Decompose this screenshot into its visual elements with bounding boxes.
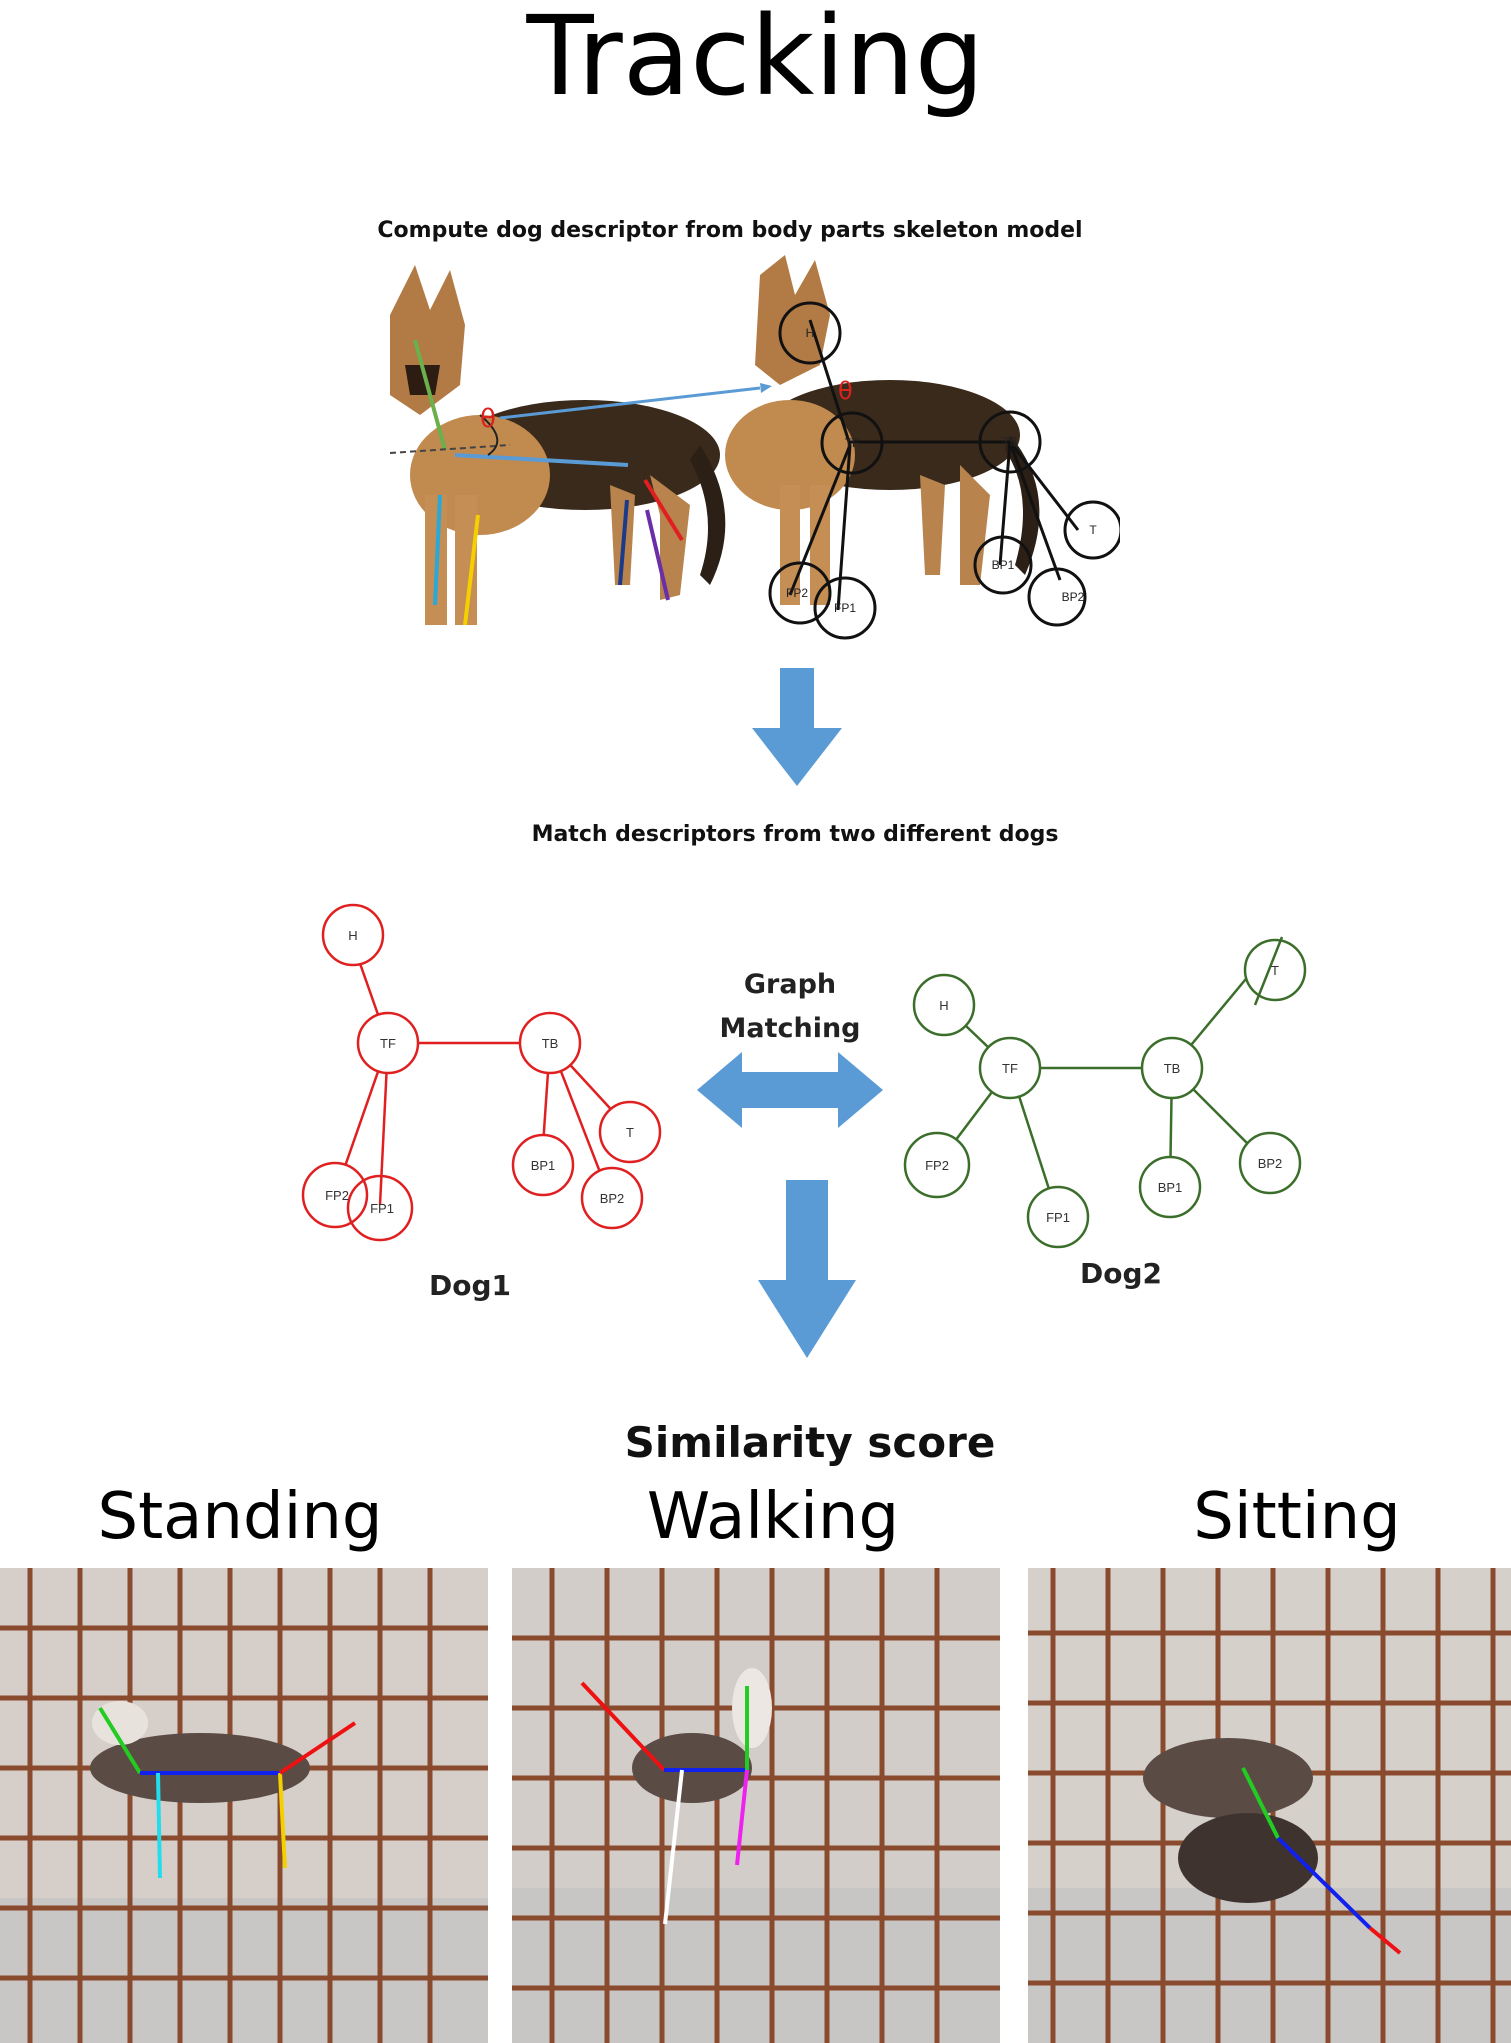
step1-caption: Compute dog descriptor from body parts s… bbox=[377, 218, 1083, 243]
node-h-dog2: H bbox=[939, 998, 948, 1013]
double-arrow bbox=[697, 1052, 883, 1128]
node-bp2-dog2: BP2 bbox=[1258, 1156, 1283, 1171]
photo-walking bbox=[512, 1568, 1000, 2043]
dog-photo-left bbox=[389, 265, 726, 626]
node-fp1-dog1: FP1 bbox=[370, 1201, 394, 1216]
down-arrow-1 bbox=[752, 668, 842, 786]
node-tb-dog1: TB bbox=[542, 1036, 559, 1051]
node-bp1-top: BP1 bbox=[992, 558, 1015, 572]
node-fp2-dog2: FP2 bbox=[925, 1158, 949, 1173]
similarity-score-label: Similarity score bbox=[624, 1418, 996, 1467]
step2-caption: Match descriptors from two different dog… bbox=[531, 822, 1059, 847]
node-tb-top: TB bbox=[1002, 435, 1017, 449]
node-fp1-top: FP1 bbox=[834, 601, 856, 615]
graph-matching-label-line1: Graph bbox=[744, 969, 836, 1000]
node-h-dog1: H bbox=[348, 928, 357, 943]
dog2-label: Dog2 bbox=[1080, 1257, 1162, 1290]
dog2-graph bbox=[903, 936, 1307, 1249]
dog1-label: Dog1 bbox=[429, 1269, 511, 1302]
node-t-top: T bbox=[1089, 523, 1097, 537]
mapping-arrow-head bbox=[760, 383, 772, 393]
graph-matching-label-line2: Matching bbox=[719, 1013, 860, 1044]
node-tf-dog1: TF bbox=[380, 1036, 396, 1051]
node-fp1-dog2: FP1 bbox=[1046, 1210, 1070, 1225]
theta-symbol-right: θ bbox=[838, 377, 853, 405]
node-bp1-dog1: BP1 bbox=[531, 1158, 556, 1173]
dog1-graph bbox=[301, 903, 662, 1242]
node-t-dog2: T bbox=[1271, 963, 1279, 978]
node-tb-dog2: TB bbox=[1164, 1061, 1181, 1076]
node-tf-top: TF bbox=[845, 436, 860, 450]
skeleton-model-illustration: θ θ H TF TB T BP1 BP2 FP bbox=[389, 255, 1120, 640]
down-arrow-2 bbox=[758, 1180, 856, 1358]
pose-label-sitting: Sitting bbox=[1193, 1480, 1401, 1554]
node-tf-dog2: TF bbox=[1002, 1061, 1018, 1076]
mapping-arrow-line bbox=[499, 386, 761, 420]
pose-label-walking: Walking bbox=[646, 1480, 900, 1554]
photo-standing bbox=[0, 1568, 488, 2043]
page-title: Tracking bbox=[526, 0, 985, 120]
node-fp2-top: FP2 bbox=[786, 586, 808, 600]
node-fp2-dog1: FP2 bbox=[325, 1188, 349, 1203]
theta-symbol-left: θ bbox=[480, 404, 496, 434]
dog-photo-right bbox=[725, 255, 1040, 605]
node-bp2-top: BP2 bbox=[1062, 590, 1085, 604]
photo-sitting bbox=[1028, 1568, 1511, 2043]
node-bp1-dog2: BP1 bbox=[1158, 1180, 1183, 1195]
node-h-top: H bbox=[806, 326, 815, 340]
graph-matching-diagram: H TF TB T BP1 BP2 FP2 FP1 Graph Matching… bbox=[301, 903, 1307, 1302]
node-bp2-dog1: BP2 bbox=[600, 1191, 625, 1206]
node-t-dog1: T bbox=[626, 1125, 634, 1140]
pose-label-standing: Standing bbox=[97, 1480, 383, 1554]
